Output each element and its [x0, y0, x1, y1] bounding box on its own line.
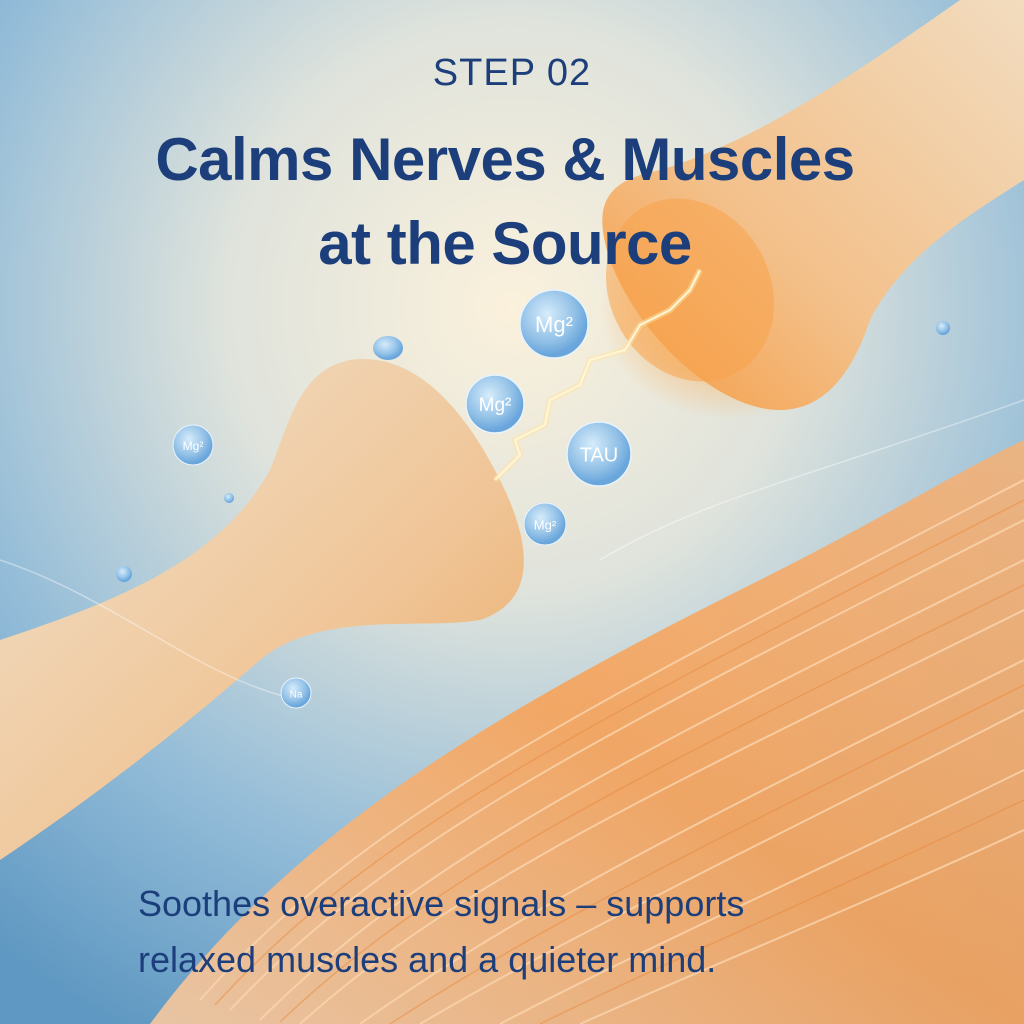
svg-text:Mg²: Mg² [479, 395, 512, 416]
subtitle-line-1: Soothes overactive signals – supports [138, 883, 745, 924]
subtitle-line-2: relaxed muscles and a quieter mind. [138, 939, 717, 980]
subtitle: Soothes overactive signals – supports re… [138, 876, 744, 988]
ion-bubble: Na [280, 677, 312, 709]
ion-bubble: TAU [566, 421, 632, 487]
svg-text:Mg²: Mg² [534, 517, 557, 532]
step-label: STEP 02 [432, 52, 592, 94]
wave-lines [0, 399, 1024, 701]
left-nerve-terminal [0, 359, 524, 860]
svg-text:Mg²: Mg² [183, 439, 204, 453]
small-droplets [116, 321, 950, 582]
ion-bubble: Mg² [465, 374, 525, 434]
svg-text:TAU: TAU [580, 444, 619, 466]
svg-text:Mg²: Mg² [535, 312, 573, 337]
ion-bubble: Mg² [519, 289, 589, 359]
svg-text:Na: Na [290, 690, 303, 701]
muscle-fibers [150, 440, 1024, 1024]
title-line-2: at the Source [318, 210, 692, 277]
page-title: Calms Nerves & Muscles at the Source [0, 118, 1010, 286]
ion-bubble: Mg² [172, 424, 214, 466]
title-line-1: Calms Nerves & Muscles [155, 126, 855, 193]
nerve-signal-spark [492, 268, 703, 483]
ion-bubble: Mg² [523, 502, 567, 546]
